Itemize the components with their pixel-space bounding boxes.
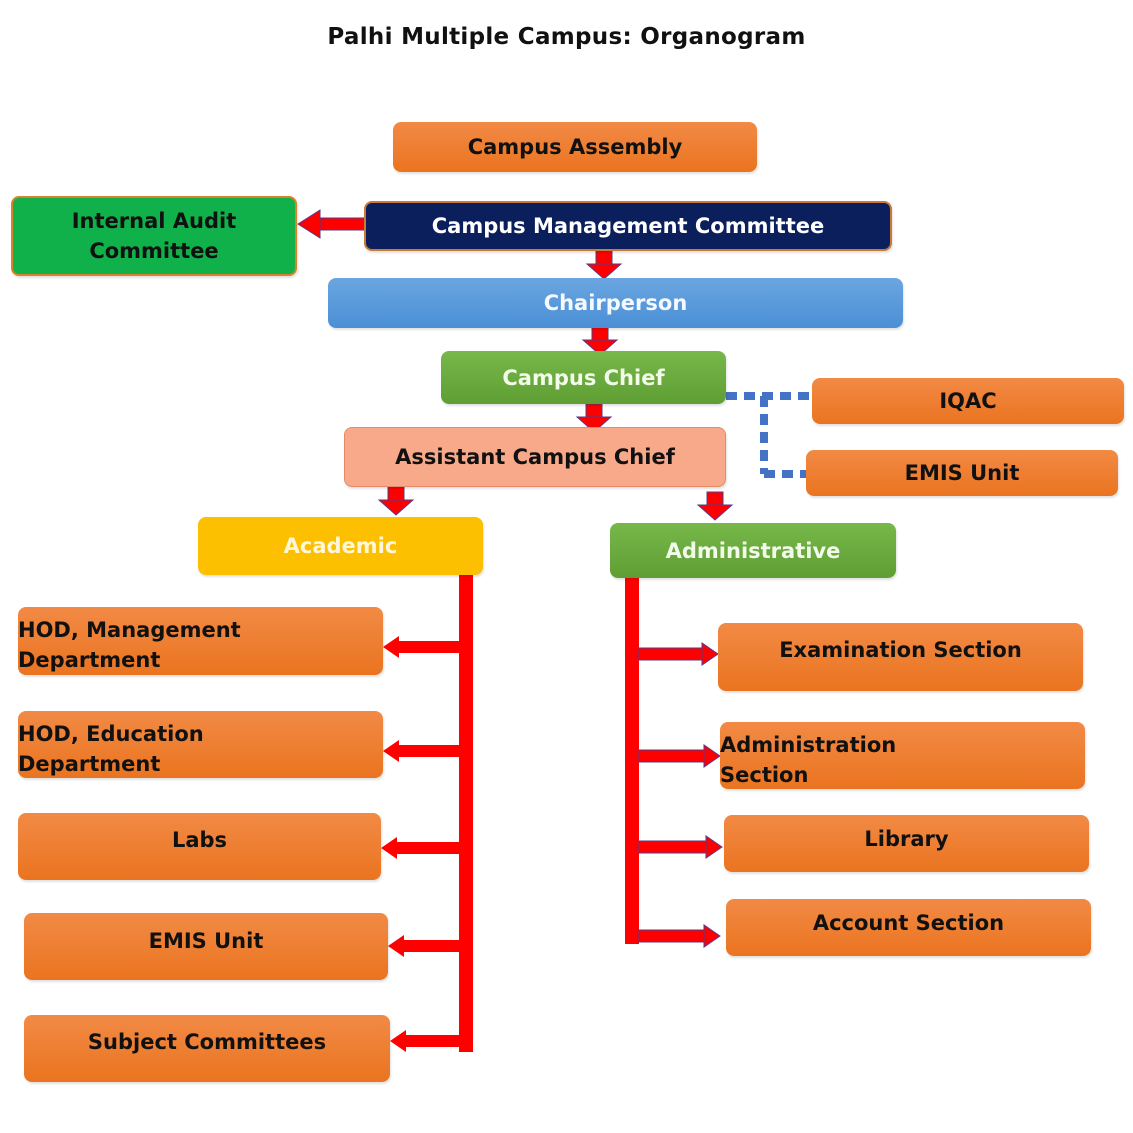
arrow-to-academic	[378, 486, 414, 516]
node-administrative[interactable]: Administrative	[610, 523, 896, 578]
page-title: Palhi Multiple Campus: Organogram	[327, 24, 806, 50]
academic-branch-arrow	[388, 935, 459, 957]
node-label-line2: Committee	[89, 239, 219, 263]
administrative-branch-arrow	[638, 642, 719, 666]
unit-label: Subject Committees	[87, 1030, 327, 1054]
unit-label-line2: Department	[18, 751, 161, 776]
node-academic[interactable]: Academic	[198, 517, 483, 575]
academic-branch-arrow	[383, 740, 459, 762]
unit-label: Account Section	[812, 911, 1005, 935]
academic-branch-arrow	[383, 636, 459, 658]
administrative-unit[interactable]: Account Section	[726, 899, 1091, 956]
node-chairperson[interactable]: Chairperson	[328, 278, 903, 328]
academic-unit[interactable]: Labs	[18, 813, 381, 880]
unit-label-line1: HOD, Management	[18, 618, 241, 642]
node-campus-chief[interactable]: Campus Chief	[441, 351, 726, 404]
academic-spine	[459, 574, 473, 1052]
node-iqac[interactable]: IQAC	[812, 378, 1124, 424]
academic-unit[interactable]: HOD, Management Department	[18, 607, 383, 675]
administrative-unit[interactable]: Examination Section	[718, 623, 1083, 691]
node-label: EMIS Unit	[904, 461, 1020, 485]
arrow-to-internal-audit	[297, 209, 365, 239]
arrow-to-administrative	[697, 491, 733, 521]
administrative-arrows	[638, 642, 723, 948]
unit-label: EMIS Unit	[148, 929, 264, 953]
unit-label: Labs	[171, 828, 228, 852]
node-label: Chairperson	[543, 291, 688, 315]
administrative-spine	[625, 578, 639, 944]
administrative-unit[interactable]: Library	[724, 815, 1089, 872]
node-label: Campus Management Committee	[431, 214, 825, 238]
node-label: Campus Assembly	[467, 135, 683, 159]
node-campus-management-committee[interactable]: Campus Management Committee	[364, 201, 892, 251]
arrow-cmc-to-chairperson	[586, 250, 622, 280]
academic-branch-arrow	[381, 837, 459, 859]
unit-label: Library	[864, 827, 949, 851]
unit-label-line2: Section	[720, 762, 809, 787]
academic-unit[interactable]: EMIS Unit	[24, 913, 388, 980]
unit-label: Examination Section	[779, 638, 1022, 662]
node-emis-unit-top[interactable]: EMIS Unit	[806, 450, 1118, 496]
node-label: IQAC	[939, 389, 997, 413]
node-label: Assistant Campus Chief	[395, 445, 675, 469]
unit-label-line2: Department	[18, 648, 161, 672]
node-label: Academic	[283, 534, 398, 558]
academic-arrows	[381, 636, 459, 1052]
node-label: Campus Chief	[502, 365, 665, 390]
node-label-line1: Internal Audit	[71, 209, 237, 233]
academic-branch-arrow	[390, 1030, 459, 1052]
node-assistant-campus-chief[interactable]: Assistant Campus Chief	[344, 427, 726, 487]
node-internal-audit-committee[interactable]: Internal Audit Committee	[11, 196, 297, 276]
academic-unit[interactable]: HOD, Education Department	[18, 711, 383, 778]
administrative-branch-arrow	[638, 924, 721, 948]
dotted-connector	[726, 392, 812, 478]
academic-unit[interactable]: Subject Committees	[24, 1015, 390, 1082]
unit-label-line1: HOD, Education	[18, 721, 204, 746]
administrative-branch-arrow	[638, 835, 723, 859]
node-label: Administrative	[665, 538, 841, 563]
unit-label-line1: Administration	[720, 732, 897, 757]
node-campus-assembly[interactable]: Campus Assembly	[393, 122, 757, 172]
administrative-unit[interactable]: Administration Section	[720, 722, 1085, 789]
administrative-branch-arrow	[638, 744, 721, 768]
